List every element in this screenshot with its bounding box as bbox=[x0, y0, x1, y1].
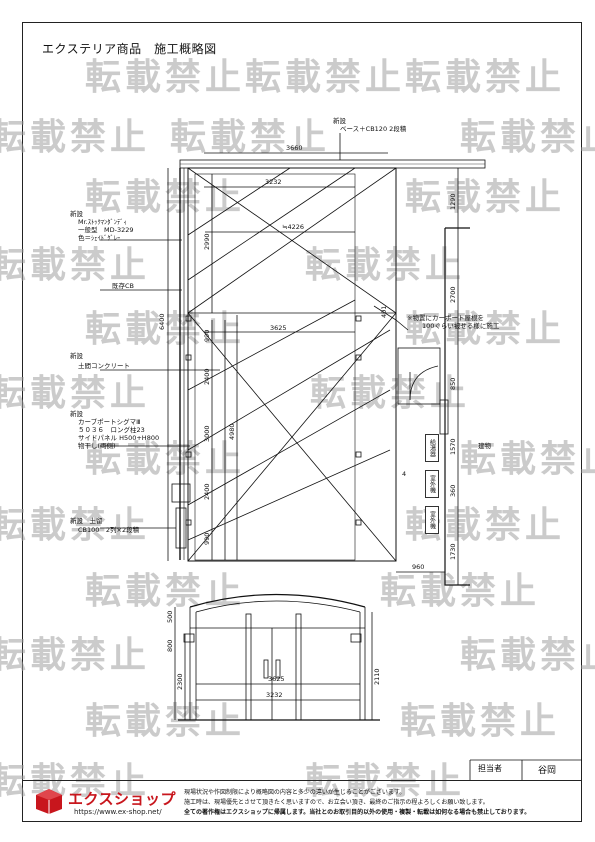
label-install-note-2: 100ぐらい被せる様に施工 bbox=[422, 321, 500, 330]
logo-icon bbox=[36, 789, 62, 814]
water-heater-label: 給湯器 bbox=[428, 439, 436, 457]
dim-3232: 3232 bbox=[265, 178, 282, 186]
label-install-note-1: ※物置にカーポート屋根を bbox=[407, 313, 484, 322]
label-sigma-l2: ５０３６ ロング柱23 bbox=[78, 425, 145, 434]
carport-post bbox=[355, 519, 362, 526]
dim-3232-elev: 3232 bbox=[266, 691, 283, 699]
label-carport-new: 新設 bbox=[70, 209, 84, 218]
dim-3000: 3000 bbox=[203, 425, 211, 442]
building-outline bbox=[444, 228, 470, 586]
outdoor-unit-label: 室外機 bbox=[428, 511, 436, 529]
building-step bbox=[439, 399, 449, 435]
dim-1290: 1290 bbox=[449, 193, 457, 210]
carport-post bbox=[355, 354, 362, 361]
brace-line bbox=[187, 299, 356, 391]
footer-note-1: 現場状況や作図制限により概略図の内容と多少の違いが生じることがございます。 bbox=[184, 789, 406, 796]
elevation-hanger bbox=[275, 659, 281, 679]
elevation-post bbox=[295, 613, 302, 721]
label-building: 建物 bbox=[478, 441, 492, 450]
dim-500: 500 bbox=[166, 611, 174, 623]
carport-inner-outline bbox=[194, 173, 356, 561]
elevation-roof bbox=[189, 593, 366, 608]
dim-3660: 3660 bbox=[286, 144, 303, 152]
label-sigma-l1: カーブポートシグマⅢ bbox=[78, 417, 141, 426]
footer-note-3: 全ての著作権はエクスショップに帰属します。当社とのお取引目的以外の使用・複製・転… bbox=[184, 809, 531, 816]
label-block-desc: CB100 2列×2段積 bbox=[78, 525, 140, 534]
brace-line bbox=[187, 167, 397, 314]
outdoor-unit-label: 室外機 bbox=[428, 475, 436, 493]
label-base-desc: ベース＋CB120 2段積 bbox=[340, 124, 407, 133]
outdoor-unit-box: 室外機 bbox=[425, 506, 439, 534]
elevation-hanger bbox=[263, 659, 269, 679]
elevation-roof-inner bbox=[195, 600, 361, 613]
dim-3625: 3625 bbox=[270, 324, 287, 332]
dim-360: 360 bbox=[449, 485, 457, 497]
dim-401: 401 bbox=[380, 306, 388, 318]
tanto-label: 担当者 bbox=[478, 764, 502, 773]
dim-2300: 2300 bbox=[176, 673, 184, 690]
dim-2700: 2700 bbox=[449, 286, 457, 303]
dim-990a: 990 bbox=[203, 330, 211, 342]
dim-4980: 4980 bbox=[228, 423, 236, 440]
dim-960: 960 bbox=[412, 563, 424, 571]
elevation-side-panel bbox=[350, 633, 362, 643]
label-concrete-new: 新設 bbox=[70, 351, 84, 360]
dim-2990: 2990 bbox=[203, 233, 211, 250]
dim-800: 800 bbox=[166, 640, 174, 652]
brace-line bbox=[187, 329, 391, 451]
logo-url[interactable]: https://www.ex-shop.net/ bbox=[74, 808, 162, 816]
tanto-name: 谷岡 bbox=[538, 766, 557, 776]
label-carport-l2: 一般型 MD-3229 bbox=[78, 225, 134, 234]
shed-door-arc bbox=[409, 365, 439, 401]
leader-line bbox=[395, 319, 409, 331]
dim-3625-elev: 3625 bbox=[268, 675, 285, 683]
label-sigma-l3: サイドパネル H500+H800 bbox=[78, 434, 159, 442]
dim-6400: 6400 bbox=[158, 313, 166, 330]
label-carport-l3: 色＝ｼｪｲﾄﾞｸﾞﾚｰ bbox=[78, 233, 120, 242]
label-existing-cb: 既存CB bbox=[112, 281, 134, 290]
dim-2400a: 2400 bbox=[203, 368, 211, 385]
carport-post bbox=[185, 451, 192, 458]
footer-note-2: 施工時は、現場優先とさせて頂きたく思いますので、お立会い頂き、最終のご指示の程よ… bbox=[184, 799, 489, 806]
brace-line bbox=[187, 449, 391, 541]
logo-text: エクスショップ bbox=[68, 790, 177, 808]
carport-post bbox=[185, 315, 192, 322]
footer: エクスショップ https://www.ex-shop.net/ 現場状況や作図… bbox=[22, 780, 582, 822]
carport-post bbox=[355, 451, 362, 458]
mark-circle-4: 4 bbox=[402, 470, 406, 478]
dim-850: 850 bbox=[449, 378, 457, 390]
label-concrete-desc: 土間コンクリート bbox=[78, 361, 130, 370]
retaining-block bbox=[175, 507, 187, 549]
elevation-post bbox=[245, 613, 252, 721]
dim-990b: 990 bbox=[203, 533, 211, 545]
label-sigma-l4: 物干し(両側) bbox=[78, 441, 116, 450]
brace-line bbox=[187, 167, 291, 236]
retaining-block bbox=[171, 483, 191, 503]
storage-shed bbox=[397, 347, 441, 405]
dim-1570: 1570 bbox=[449, 438, 457, 455]
carport-roof-outline bbox=[187, 167, 397, 562]
dim-4226: ≒4226 bbox=[282, 223, 304, 231]
elevation-side-panel bbox=[183, 633, 195, 643]
sheet-title: エクステリア商品 施工概略図 bbox=[42, 42, 217, 56]
water-heater-box: 給湯器 bbox=[425, 434, 439, 462]
drawing-frame bbox=[22, 22, 582, 822]
dim-line bbox=[373, 305, 397, 321]
dim-2400b: 2400 bbox=[203, 483, 211, 500]
brace-line bbox=[187, 312, 397, 562]
carport-post bbox=[355, 315, 362, 322]
label-base-new: 新設 bbox=[333, 116, 347, 125]
outdoor-unit-box: 室外機 bbox=[425, 470, 439, 498]
label-sigma-new: 新設 bbox=[70, 409, 84, 418]
dim-1730: 1730 bbox=[449, 543, 457, 560]
carport-post bbox=[185, 354, 192, 361]
label-block-new: 新設 土留 bbox=[70, 516, 103, 525]
brace-line bbox=[187, 389, 391, 506]
label-carport-l1: Mr.ｽﾄｯｸﾏﾝﾀﾞﾝﾃﾞｨ bbox=[78, 218, 127, 226]
dim-2110: 2110 bbox=[373, 668, 381, 685]
